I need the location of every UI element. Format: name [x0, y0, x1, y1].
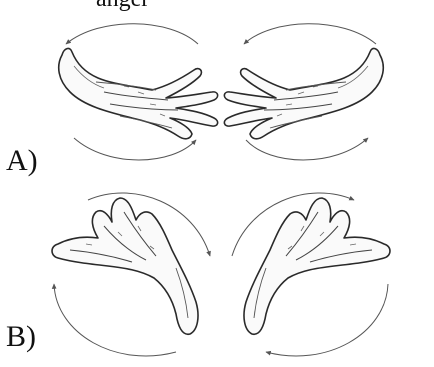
- label-a: A): [6, 146, 38, 176]
- figure-b-right: [232, 193, 390, 356]
- rotation-arrow-lower: [246, 138, 368, 160]
- label-b: B): [6, 322, 36, 352]
- figure-a-right: [224, 24, 383, 160]
- rotation-arrow-lower: [266, 284, 388, 356]
- rotation-arrow-lower: [54, 284, 176, 356]
- figure-b-left: [52, 193, 210, 356]
- figure-a-left: [59, 24, 218, 160]
- rotation-arrow-upper: [244, 24, 376, 44]
- rotation-arrow-lower: [74, 138, 196, 160]
- rotation-arrow-upper: [66, 24, 198, 44]
